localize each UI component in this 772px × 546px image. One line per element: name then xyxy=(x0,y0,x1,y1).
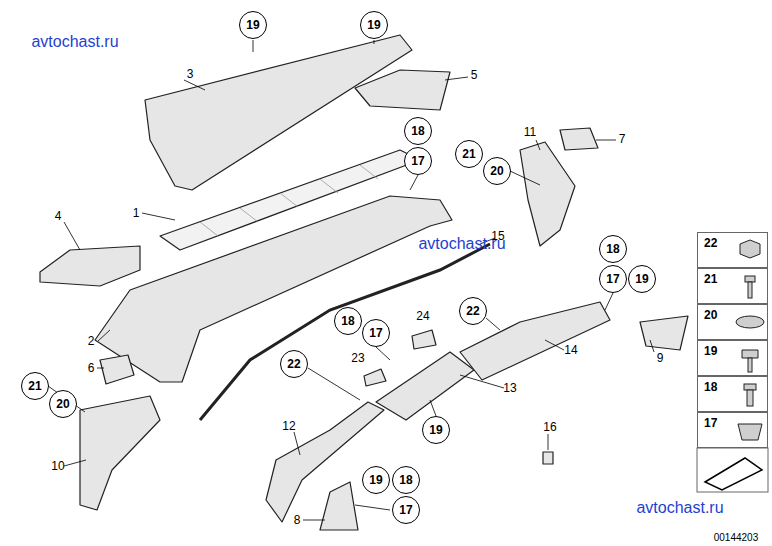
part-number: 8 xyxy=(294,514,301,526)
part-number: 24 xyxy=(416,310,429,322)
part-number: 11 xyxy=(524,126,536,138)
part-number: 16 xyxy=(543,421,556,433)
callout-circle: 20 xyxy=(49,390,77,418)
callout-circle: 19 xyxy=(362,466,390,494)
part-15-seal xyxy=(200,244,490,420)
legend-box: 22 xyxy=(697,232,768,268)
callout-circle: 19 xyxy=(360,11,388,39)
part-23 xyxy=(364,369,386,386)
callout-number: 19 xyxy=(429,423,442,437)
part-number: 12 xyxy=(282,420,295,432)
part-number: 1 xyxy=(133,207,140,219)
callout-circle: 21 xyxy=(455,140,483,168)
callout-number: 17 xyxy=(411,154,424,168)
callout-number: 17 xyxy=(704,416,717,430)
callout-number: 17 xyxy=(369,326,382,340)
callout-number: 18 xyxy=(606,242,619,256)
part-number: 7 xyxy=(619,133,626,145)
legend-arrow-icon xyxy=(705,458,762,490)
callout-circle: 22 xyxy=(459,297,487,325)
callout-number: 18 xyxy=(399,473,412,487)
part-number: 6 xyxy=(88,362,95,374)
legend-box: 18 xyxy=(697,376,768,412)
watermark: avtochast.ru xyxy=(418,236,505,252)
part-4 xyxy=(40,246,140,286)
callout-circle: 17 xyxy=(362,319,390,347)
part-10 xyxy=(80,396,160,510)
callout-number: 21 xyxy=(28,379,41,393)
callout-number: 18 xyxy=(411,124,424,138)
part-5 xyxy=(355,70,450,110)
part-number: 23 xyxy=(351,352,364,364)
callout-number: 19 xyxy=(367,18,380,32)
callout-number: 17 xyxy=(399,503,412,517)
part-7 xyxy=(560,128,598,150)
leader-lines xyxy=(48,40,654,520)
filter-hatch xyxy=(200,165,378,236)
callout-number: 22 xyxy=(466,304,479,318)
callout-circle: 21 xyxy=(21,372,49,400)
callout-number: 19 xyxy=(704,344,717,358)
callout-number: 20 xyxy=(490,164,503,178)
callout-circle: 17 xyxy=(392,496,420,524)
part-number: 14 xyxy=(564,344,577,356)
callout-circle: 19 xyxy=(239,11,267,39)
legend-arrow-box xyxy=(697,448,768,492)
callout-circle: 19 xyxy=(628,265,656,293)
callout-circle: 19 xyxy=(422,416,450,444)
part-16 xyxy=(543,452,553,464)
callout-number: 22 xyxy=(704,236,717,250)
legend-box: 17 xyxy=(697,412,768,448)
callout-number: 19 xyxy=(635,272,648,286)
callout-circle: 18 xyxy=(334,307,362,335)
callout-circle: 20 xyxy=(483,157,511,185)
callout-number: 18 xyxy=(341,314,354,328)
callout-number: 21 xyxy=(704,272,717,286)
watermark: avtochast.ru xyxy=(636,500,723,516)
part-9 xyxy=(640,316,688,350)
diagram-code: 00144203 xyxy=(714,533,759,543)
part-11 xyxy=(520,142,575,246)
callout-circle: 17 xyxy=(404,147,432,175)
callout-number: 17 xyxy=(606,272,619,286)
callout-circle: 22 xyxy=(280,350,308,378)
part-number: 5 xyxy=(471,69,478,81)
part-12 xyxy=(266,402,384,522)
callout-number: 21 xyxy=(462,147,475,161)
callout-number: 20 xyxy=(56,397,69,411)
legend-box: 19 xyxy=(697,340,768,376)
callout-circle: 18 xyxy=(392,466,420,494)
part-8 xyxy=(320,482,358,530)
callout-number: 18 xyxy=(704,380,717,394)
part-number: 9 xyxy=(657,352,664,364)
legend-box: 20 xyxy=(697,304,768,340)
callout-number: 20 xyxy=(704,308,717,322)
callout-number: 19 xyxy=(369,473,382,487)
part-2 xyxy=(95,196,452,382)
part-number: 13 xyxy=(503,382,516,394)
part-number: 2 xyxy=(88,335,95,347)
callout-number: 19 xyxy=(246,18,259,32)
part-13 xyxy=(376,352,474,420)
watermark: avtochast.ru xyxy=(31,34,118,50)
callout-circle: 17 xyxy=(599,265,627,293)
part-number: 3 xyxy=(187,68,194,80)
part-number: 4 xyxy=(55,210,62,222)
part-number: 10 xyxy=(51,460,64,472)
part-6 xyxy=(100,355,134,384)
callout-number: 22 xyxy=(287,357,300,371)
callout-circle: 18 xyxy=(599,235,627,263)
callout-circle: 18 xyxy=(404,117,432,145)
legend-box: 21 xyxy=(697,268,768,304)
part-24 xyxy=(412,330,436,349)
